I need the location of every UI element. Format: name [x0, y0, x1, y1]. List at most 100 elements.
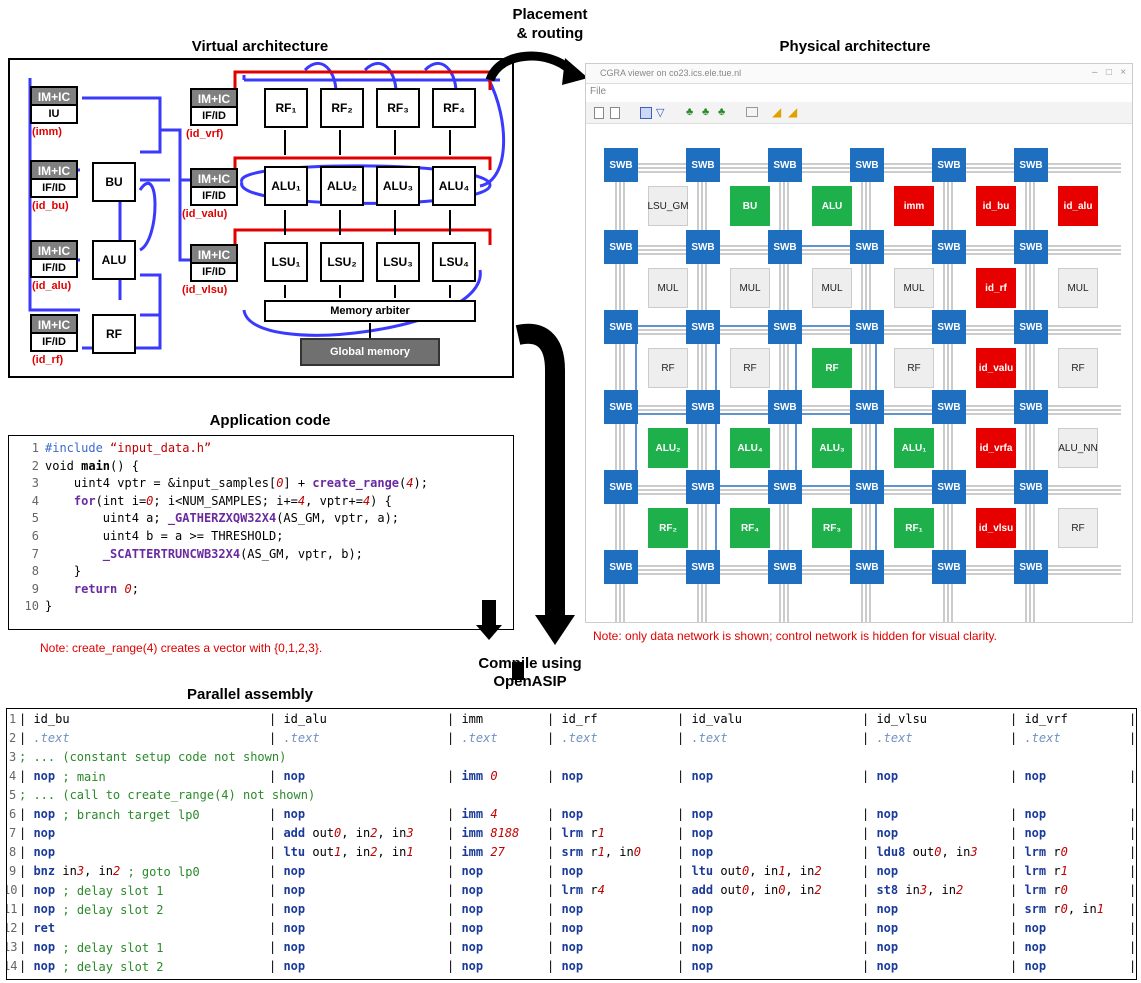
cgra-unit-1-3: MUL	[894, 268, 934, 308]
tree-icon-1[interactable]: ♣	[686, 106, 694, 118]
flow-arrows	[476, 51, 588, 680]
cgra-unit-2-3: RF	[894, 348, 934, 388]
swb-1-1: SWB	[686, 230, 720, 264]
cgra-unit-3-3: ALU₁	[894, 428, 934, 468]
swb-4-3: SWB	[850, 470, 884, 504]
cgra-unit-2-1: RF	[730, 348, 770, 388]
id-rf-label: (id_rf)	[32, 354, 64, 366]
cgra-unit-4-5: RF	[1058, 508, 1098, 548]
image-icon[interactable]	[746, 107, 758, 117]
cgra-unit-3-5: ALU_NN	[1058, 428, 1098, 468]
lsu4-unit: LSU₄	[432, 242, 476, 282]
cgra-unit-0-5: id_alu	[1058, 186, 1098, 226]
cgra-unit-0-4: id_bu	[976, 186, 1016, 226]
cgra-unit-3-2: ALU₃	[812, 428, 852, 468]
swb-5-5: SWB	[1014, 550, 1048, 584]
menu-file[interactable]: File	[590, 86, 607, 97]
swb-4-4: SWB	[932, 470, 966, 504]
swb-3-4: SWB	[932, 390, 966, 424]
imm-label: (imm)	[32, 126, 62, 138]
lsu1-unit: LSU₁	[264, 242, 308, 282]
swb-5-2: SWB	[768, 550, 802, 584]
lsu2-unit: LSU₂	[320, 242, 364, 282]
placement-label-1: Placement	[512, 6, 588, 23]
swb-3-3: SWB	[850, 390, 884, 424]
id-alu-label: (id_alu)	[32, 280, 72, 292]
swb-2-3: SWB	[850, 310, 884, 344]
window-controls[interactable]: – □ ×	[1092, 67, 1127, 78]
swb-0-1: SWB	[686, 148, 720, 182]
asm-title: Parallel assembly	[187, 686, 313, 703]
swb-1-3: SWB	[850, 230, 884, 264]
swb-2-1: SWB	[686, 310, 720, 344]
swb-3-0: SWB	[604, 390, 638, 424]
placement-label-2: & routing	[516, 25, 584, 42]
rf-unit: RF	[92, 314, 136, 354]
id-bu-label: (id_bu)	[32, 200, 69, 212]
swb-3-2: SWB	[768, 390, 802, 424]
lsu3-unit: LSU₃	[376, 242, 420, 282]
compile-label-1: Compile using	[478, 655, 582, 672]
bu-unit: BU	[92, 162, 136, 202]
swb-0-4: SWB	[932, 148, 966, 182]
view-icon[interactable]	[640, 107, 652, 119]
swb-4-5: SWB	[1014, 470, 1048, 504]
cgra-unit-4-3: RF₁	[894, 508, 934, 548]
cgra-unit-2-0: RF	[648, 348, 688, 388]
swb-4-2: SWB	[768, 470, 802, 504]
swb-0-3: SWB	[850, 148, 884, 182]
cgra-unit-0-0: LSU_GM	[647, 186, 689, 226]
swb-1-0: SWB	[604, 230, 638, 264]
cgra-unit-3-4: id_vrfa	[976, 428, 1016, 468]
warning-icon-1[interactable]: ◢	[772, 105, 782, 119]
cgra-unit-3-1: ALU₄	[730, 428, 770, 468]
swb-5-0: SWB	[604, 550, 638, 584]
swb-2-2: SWB	[768, 310, 802, 344]
swb-5-3: SWB	[850, 550, 884, 584]
compile-label-2: OpenASIP	[493, 673, 567, 690]
swb-1-2: SWB	[768, 230, 802, 264]
global-memory: Global memory	[300, 338, 440, 366]
rf3-unit: RF₃	[376, 88, 420, 128]
filter-icon[interactable]: ▽	[656, 107, 665, 119]
swb-2-5: SWB	[1014, 310, 1048, 344]
cgra-unit-1-4: id_rf	[976, 268, 1016, 308]
warning-icon-2[interactable]: ◢	[788, 105, 798, 119]
swb-2-0: SWB	[604, 310, 638, 344]
alu1-unit: ALU₁	[264, 166, 308, 206]
id-vlsu-label: (id_vlsu)	[182, 284, 228, 296]
open-file-icon[interactable]	[610, 107, 620, 119]
memory-arbiter: Memory arbiter	[264, 300, 476, 322]
new-file-icon[interactable]	[594, 107, 604, 119]
alu-unit: ALU	[92, 240, 136, 280]
alu3-unit: ALU₃	[376, 166, 420, 206]
id-vrf-label: (id_vrf)	[186, 128, 224, 140]
id-valu-label: (id_valu)	[182, 208, 228, 220]
swb-2-4: SWB	[932, 310, 966, 344]
app-code-title: Application code	[209, 412, 331, 429]
tree-icon-3[interactable]: ♣	[718, 106, 726, 118]
cgra-canvas: SWB SWB SWB SWB SWB SWB SWB SWB SWB SWB SWB SWB SWB S…	[586, 126, 1132, 622]
cgra-unit-1-0: MUL	[648, 268, 688, 308]
physical-note: Note: only data network is shown; contro…	[593, 629, 997, 643]
cgra-unit-4-1: RF₄	[730, 508, 770, 548]
tree-icon-2[interactable]: ♣	[702, 106, 710, 118]
rf4-unit: RF₄	[432, 88, 476, 128]
cgra-unit-1-1: MUL	[730, 268, 770, 308]
swb-1-4: SWB	[932, 230, 966, 264]
swb-5-4: SWB	[932, 550, 966, 584]
swb-0-5: SWB	[1014, 148, 1048, 182]
swb-4-0: SWB	[604, 470, 638, 504]
range-note: Note: create_range(4) creates a vector w…	[40, 641, 323, 655]
physical-arch-title: Physical architecture	[779, 38, 931, 55]
swb-0-0: SWB	[604, 148, 638, 182]
virtual-arch-title: Virtual architecture	[191, 38, 329, 55]
cgra-unit-1-2: MUL	[812, 268, 852, 308]
